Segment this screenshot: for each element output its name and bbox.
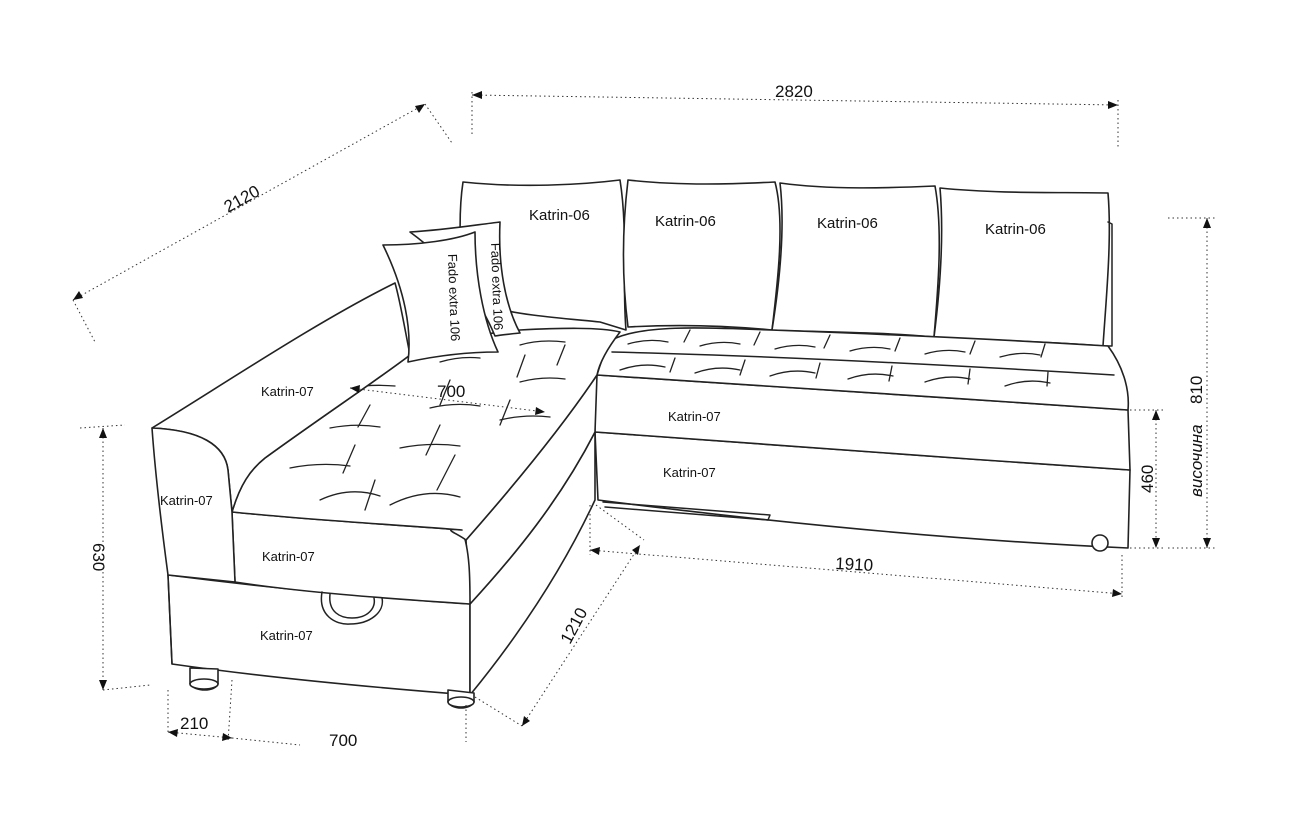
armrest-side — [151, 427, 236, 583]
right-foot — [1091, 534, 1109, 552]
pillow-front-label: Fado extra 106 — [445, 254, 463, 342]
right-seat-section — [593, 327, 1131, 552]
pillow-front — [382, 231, 499, 363]
dim-total-height: 810 — [1187, 376, 1206, 404]
back-cushions — [459, 179, 1113, 347]
dim-right-seat-width: 1910 — [835, 554, 874, 575]
drawer-handle — [320, 591, 384, 625]
back-cushion-3 — [771, 182, 941, 338]
chaise-tufting — [289, 340, 566, 511]
pillow-back-label: Fado extra 106 — [488, 243, 506, 331]
back-cushion-label-3: Katrin-06 — [817, 215, 878, 232]
chaise-feet — [189, 667, 475, 709]
right-seat-tufting — [619, 329, 1051, 387]
back-cushion-label-1: Katrin-06 — [529, 207, 590, 224]
dim-total-height-label: височина — [1187, 424, 1206, 497]
dimension-lines — [72, 91, 1215, 746]
back-cushion-4 — [933, 187, 1111, 347]
dim-armrest-width: 210 — [180, 714, 208, 733]
dim-chaise-seat-width: 700 — [437, 382, 465, 401]
back-cushion-2 — [622, 179, 781, 331]
dim-chaise-length: 2120 — [221, 182, 263, 217]
right-seat-front-label: Katrin-07 — [668, 409, 721, 424]
right-seat-stitch — [611, 351, 1115, 376]
dim-left-height: 630 — [89, 543, 108, 571]
armrest-side-label: Katrin-07 — [160, 493, 213, 508]
right-drawer-base — [602, 501, 771, 521]
dim-chaise-width: 700 — [329, 731, 357, 750]
pillows — [382, 221, 521, 363]
dim-seat-height: 460 — [1138, 465, 1157, 493]
back-cushion-label-2: Katrin-06 — [655, 213, 716, 230]
chaise-front-label: Katrin-07 — [262, 549, 315, 564]
right-seat-top — [596, 327, 1130, 411]
armrest-panel-line — [167, 574, 173, 665]
armrest-top-label: Katrin-07 — [261, 384, 314, 399]
chaise-section — [151, 282, 621, 709]
drawer-handle-inner — [329, 593, 376, 619]
right-drawer-label: Katrin-07 — [663, 465, 716, 480]
dim-total-width: 2820 — [775, 82, 813, 101]
dim-chaise-depth: 1210 — [557, 605, 592, 647]
material-labels: Katrin-06 Katrin-06 Katrin-06 Katrin-06 … — [160, 207, 1046, 643]
chaise-drawer-label: Katrin-07 — [260, 628, 313, 643]
back-cushion-label-4: Katrin-06 — [985, 221, 1046, 238]
